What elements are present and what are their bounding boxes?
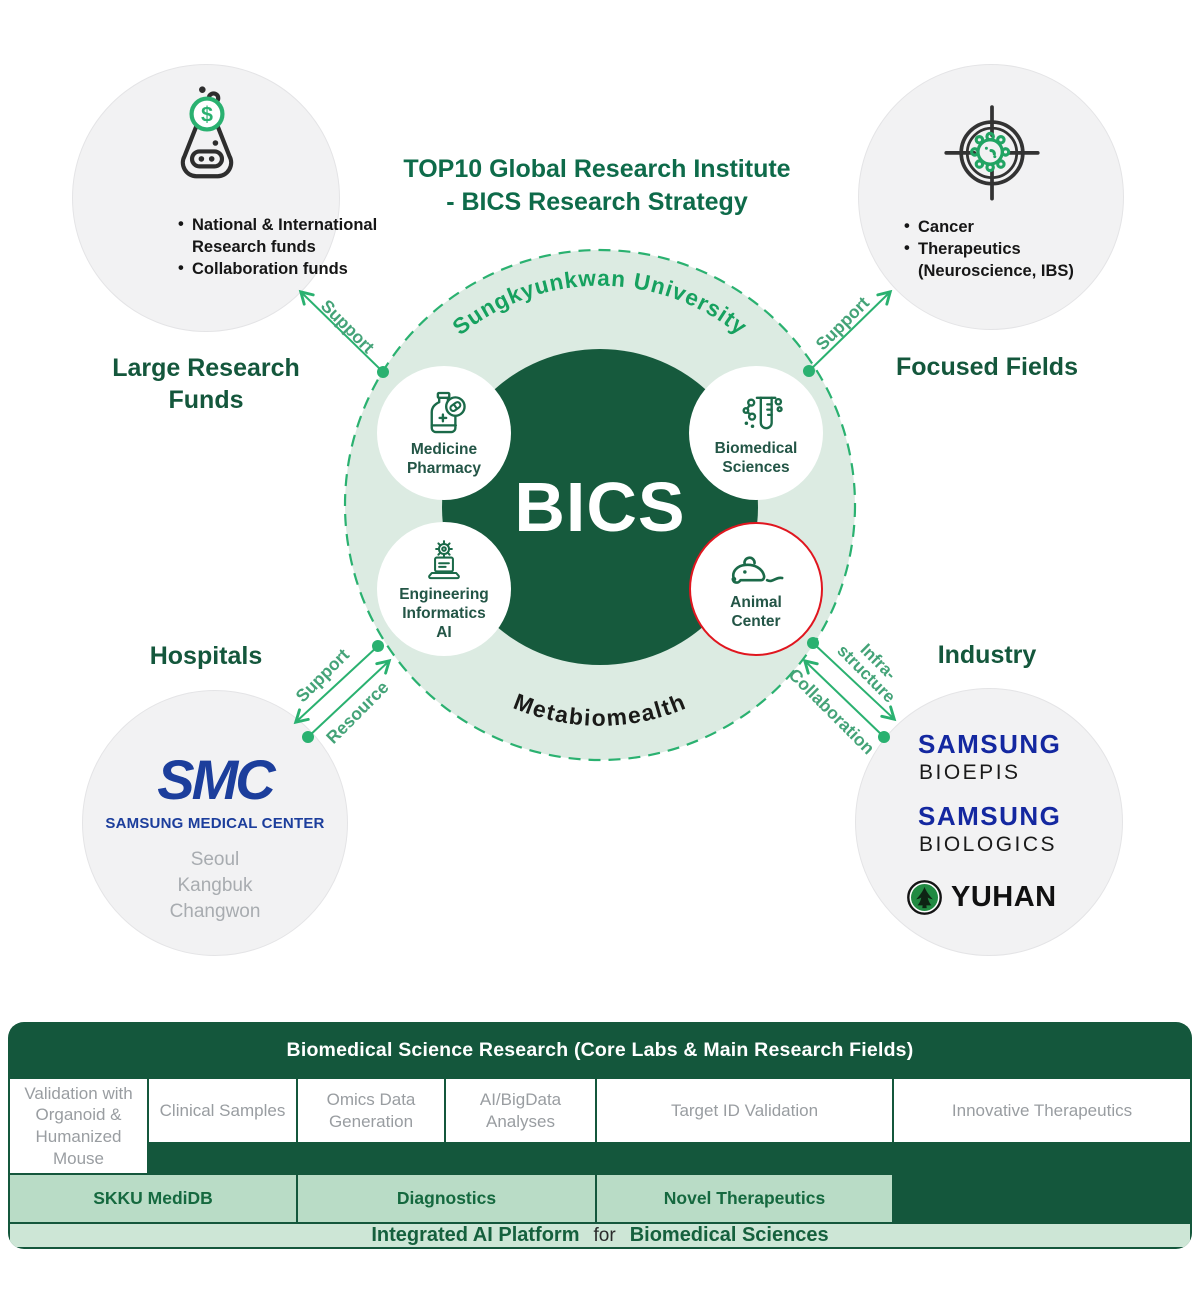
- table-column-validation: Validation with Organoid & Humanized Mou…: [10, 1079, 147, 1173]
- metabiomealth-arc-text: Metabiomealth: [510, 688, 688, 731]
- svg-text:Metabiomealth: Metabiomealth: [510, 688, 690, 731]
- laptop-gear-icon: [428, 540, 460, 580]
- unit-medicine-pharmacy: Medicine Pharmacy: [377, 366, 511, 500]
- unit-biomedical-sciences: Biomedical Sciences: [689, 366, 823, 500]
- industry-title: Industry: [937, 641, 1037, 669]
- unit-label: Animal Center: [730, 593, 782, 630]
- table-header: Biomedical Science Research (Core Labs &…: [10, 1024, 1190, 1077]
- smc-wordmark: SAMSUNG MEDICAL CENTER: [105, 815, 325, 832]
- samsung-biologics-brand: SAMSUNG: [918, 801, 1062, 831]
- hospital-location: Kangbuk: [177, 874, 253, 896]
- focused-bullet: Therapeutics (Neuroscience, IBS): [903, 238, 1095, 283]
- table-column: Target ID Validation: [597, 1079, 892, 1142]
- svg-text:$: $: [201, 102, 213, 126]
- support-label-top-left: Support: [316, 295, 379, 358]
- bics-label: BICS: [514, 468, 686, 546]
- focused-bullet-list: Cancer Therapeutics (Neuroscience, IBS): [903, 216, 1095, 283]
- focused-fields-title: Focused Fields: [896, 353, 1078, 381]
- table-column: Omics Data Generation: [298, 1079, 444, 1142]
- flask-dollar-icon: $: [180, 86, 234, 179]
- hospitals-title: Hospitals: [149, 642, 263, 670]
- unit-engineering-informatics-ai: Engineering Informatics AI: [377, 522, 511, 656]
- test-tube-icon: [742, 396, 783, 429]
- support-label-top-right: Support: [811, 292, 874, 355]
- page-title: TOP10 Global Research Institute - BICS R…: [377, 153, 817, 219]
- unit-label: Medicine Pharmacy: [406, 440, 482, 477]
- table-footer: Integrated AI Platform for Biomedical Sc…: [10, 1224, 1190, 1247]
- tree-logo-icon: [907, 880, 942, 915]
- samsung-biologics-name: BIOLOGICS: [919, 833, 1058, 856]
- footer-for: for: [593, 1224, 616, 1246]
- table-column: Clinical Samples: [149, 1079, 296, 1142]
- unit-label: Engineering Informatics AI: [399, 586, 489, 641]
- hospital-locations: Seoul Kangbuk Changwon: [83, 847, 347, 924]
- table-column: Innovative Therapeutics: [894, 1079, 1190, 1142]
- hospital-location: Changwon: [169, 900, 261, 922]
- yuhan-name: YUHAN: [951, 881, 1057, 913]
- footer-platform: Integrated AI Platform: [371, 1224, 580, 1246]
- focused-fields-circle: Cancer Therapeutics (Neuroscience, IBS): [858, 64, 1124, 330]
- group-skku-medidb: SKKU MediDB: [10, 1175, 296, 1222]
- hospital-location: Seoul: [190, 849, 240, 870]
- table-column: AI/BigData Analyses: [446, 1079, 595, 1142]
- group-diagnostics: Diagnostics: [298, 1175, 595, 1222]
- research-table: Biomedical Science Research (Core Labs &…: [8, 1022, 1192, 1249]
- samsung-bioepis-name: BIOEPIS: [919, 761, 1021, 784]
- page-title-line2: - BICS Research Strategy: [446, 188, 748, 216]
- resource-label: Resource: [322, 677, 393, 748]
- university-arc-text: Sungkyunkwan University: [448, 266, 751, 340]
- yuhan-lockup: YUHAN: [906, 879, 1057, 916]
- group-novel-therapeutics: Novel Therapeutics: [597, 1175, 892, 1222]
- footer-biomedical: Biomedical Sciences: [629, 1224, 829, 1246]
- funds-circle: $ National & International Research fund…: [72, 64, 377, 332]
- svg-text:Sungkyunkwan University: Sungkyunkwan University: [448, 266, 752, 340]
- unit-animal-center: Animal Center: [689, 522, 823, 656]
- focused-bullet: Cancer: [903, 216, 1095, 239]
- funds-bullet: Collaboration funds: [177, 258, 391, 281]
- smc-logo: SMC: [157, 748, 275, 811]
- page-title-line1: TOP10 Global Research Institute: [403, 155, 791, 183]
- funds-bullet: National & International Research funds: [177, 214, 391, 259]
- funds-bullet-list: National & International Research funds …: [177, 214, 391, 281]
- mouse-icon: [731, 556, 784, 584]
- samsung-bioepis-brand: SAMSUNG: [918, 729, 1062, 759]
- industry-circle: SAMSUNG BIOEPIS SAMSUNG BIOLOGICS YUHAN: [855, 688, 1123, 956]
- funds-title: Large Research Funds: [112, 354, 300, 414]
- hospitals-circle: SMC SAMSUNG MEDICAL CENTER Seoul Kangbuk…: [82, 690, 348, 956]
- unit-label: Biomedical Sciences: [714, 439, 798, 476]
- medicine-bottle-pill-icon: [430, 391, 466, 433]
- target-virus-icon: [944, 105, 1040, 201]
